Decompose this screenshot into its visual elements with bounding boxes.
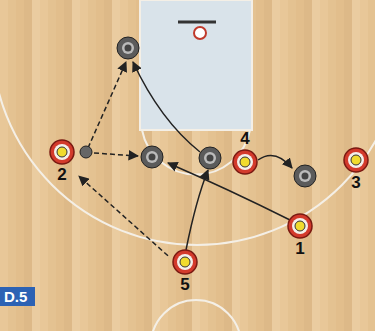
wood-plank [368,0,375,331]
player-icon [341,146,371,174]
wood-plank [264,0,272,331]
wood-plank [72,0,80,331]
player-number: 3 [351,174,360,192]
defenders [117,37,316,187]
wood-plank [96,0,104,331]
screen-line [258,156,292,169]
attacker-player: 5 [170,248,200,294]
attacker-player: 4 [230,130,260,176]
wood-plank [80,0,88,331]
pass-line [79,176,168,256]
player-number: 1 [295,240,304,258]
wood-plank [8,0,16,331]
wood-plank [24,0,32,331]
wood-plank [104,0,112,331]
rim [194,27,206,39]
cut-line [186,170,208,250]
movement-lines [88,62,292,250]
paint-lane [140,0,252,130]
three-point-arc [0,40,375,245]
player-icon [170,248,200,276]
wood-plank [320,0,328,331]
wood-plank [336,0,344,331]
wood-plank [16,0,24,331]
cut-line [168,163,290,220]
player-number: 2 [57,166,66,184]
player-number: 5 [180,276,189,294]
wood-plank [48,0,56,331]
player-icon [285,212,315,240]
ball [80,146,92,158]
wood-plank [312,0,320,331]
defender [117,37,139,59]
defender [141,146,163,168]
backboard [178,21,216,24]
wood-plank [328,0,336,331]
attacker-player: 1 [285,212,315,258]
attacker-player: 2 [47,138,77,184]
wood-plank [0,0,8,331]
wood-plank [272,0,280,331]
defender [294,165,316,187]
defender [199,147,221,169]
cut-line [133,62,200,152]
player-number: 4 [240,130,249,148]
pass-line [88,62,126,148]
center-circle [151,300,241,331]
attacker-player: 3 [341,146,371,192]
player-icon [47,138,77,166]
diagram-tag: D.5 [0,287,35,306]
player-icon [230,148,260,176]
wood-plank [88,0,96,331]
pass-line [94,153,138,156]
wood-plank [280,0,288,331]
wood-plank [40,0,48,331]
